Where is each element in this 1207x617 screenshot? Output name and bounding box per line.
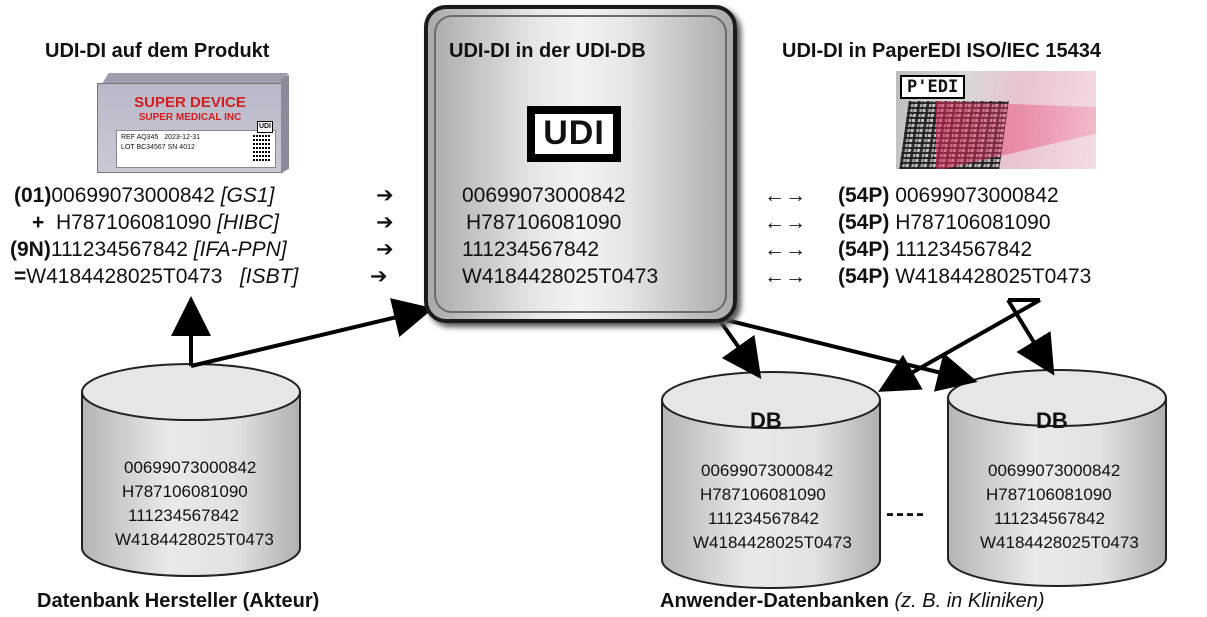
pedi-tag: P'EDI [900, 75, 966, 99]
product-box-image: SUPER DEVICE SUPER MEDICAL INC REF AQ345… [97, 73, 289, 174]
center-code-4: W4184428025T0473 [462, 265, 659, 288]
right-arrow-3: ➔ [376, 238, 394, 261]
right-arrow-4: ➔ [370, 265, 388, 288]
udi-badge: UDI [256, 121, 273, 133]
product-maker: SUPER MEDICAL INC [138, 112, 242, 123]
user-db-2-cylinder [947, 369, 1167, 587]
both-arrow-3: ←→ [764, 238, 806, 261]
both-arrow-1: ←→ [764, 184, 806, 207]
right-heading: UDI-DI in PaperEDI ISO/IEC 15434 [782, 40, 1101, 62]
udi-logo: UDI [527, 106, 621, 162]
left-heading: UDI-DI auf dem Produkt [45, 40, 270, 62]
right-row-1: (54P) 00699073000842 [838, 184, 1059, 207]
product-title: SUPER DEVICE [134, 94, 246, 111]
mfr-db-code-2: H787106081090 [122, 482, 248, 501]
right-row-3: (54P) 111234567842 [838, 238, 1033, 261]
user-db-1-cylinder [661, 371, 881, 589]
right-row-4: (54P) W4184428025T0473 [838, 265, 1092, 288]
product-label: REF AQ345 2023-12-31 LOT BC34567 SN 4012… [116, 121, 276, 168]
both-arrow-4: ←→ [764, 265, 806, 288]
paperedi-image: P'EDI [896, 71, 1096, 169]
udi-db-server [424, 5, 737, 323]
user-db-1-code-2: H787106081090 [700, 485, 826, 504]
mfr-db-caption: Datenbank Hersteller (Akteur) [37, 590, 320, 612]
user-db-1-label: DB [750, 408, 782, 433]
user-db-1-code-4: W4184428025T0473 [693, 533, 852, 552]
user-db-1-code-3: 111234567842 [708, 509, 819, 528]
both-arrow-2: ←→ [764, 211, 806, 234]
users-caption: Anwender-Datenbanken (z. B. in Kliniken) [660, 590, 1045, 612]
center-code-2: H787106081090 [466, 211, 622, 234]
right-row-2: (54P) H787106081090 [838, 211, 1051, 234]
mfr-db-code-3: 111234567842 [128, 506, 239, 525]
left-row-2: + H787106081090 [HIBC] [32, 211, 279, 234]
left-row-3: (9N)111234567842 [IFA-PPN] [10, 238, 287, 261]
left-row-1: (01)00699073000842 [GS1] [14, 184, 275, 207]
mfr-db-code-1: 00699073000842 [124, 458, 257, 477]
user-db-2-code-3: 111234567842 [994, 509, 1105, 528]
user-db-1-code-1: 00699073000842 [701, 461, 834, 480]
right-arrow-2: ➔ [376, 211, 394, 234]
center-code-3: 111234567842 [462, 238, 600, 261]
user-db-2-code-1: 00699073000842 [988, 461, 1121, 480]
center-heading: UDI-DI in der UDI-DB [449, 40, 646, 62]
left-row-4: =W4184428025T0473 [ISBT] [14, 265, 299, 288]
user-db-2-label: DB [1036, 408, 1068, 433]
center-code-1: 00699073000842 [462, 184, 626, 207]
db-separator: ---- [886, 500, 926, 527]
user-db-2-code-2: H787106081090 [986, 485, 1112, 504]
connector-arrows [171, 296, 1055, 392]
user-db-2-code-4: W4184428025T0473 [980, 533, 1139, 552]
mfr-db-code-4: W4184428025T0473 [115, 530, 274, 549]
right-arrow-1: ➔ [376, 184, 394, 207]
qr-code-icon [253, 133, 271, 161]
